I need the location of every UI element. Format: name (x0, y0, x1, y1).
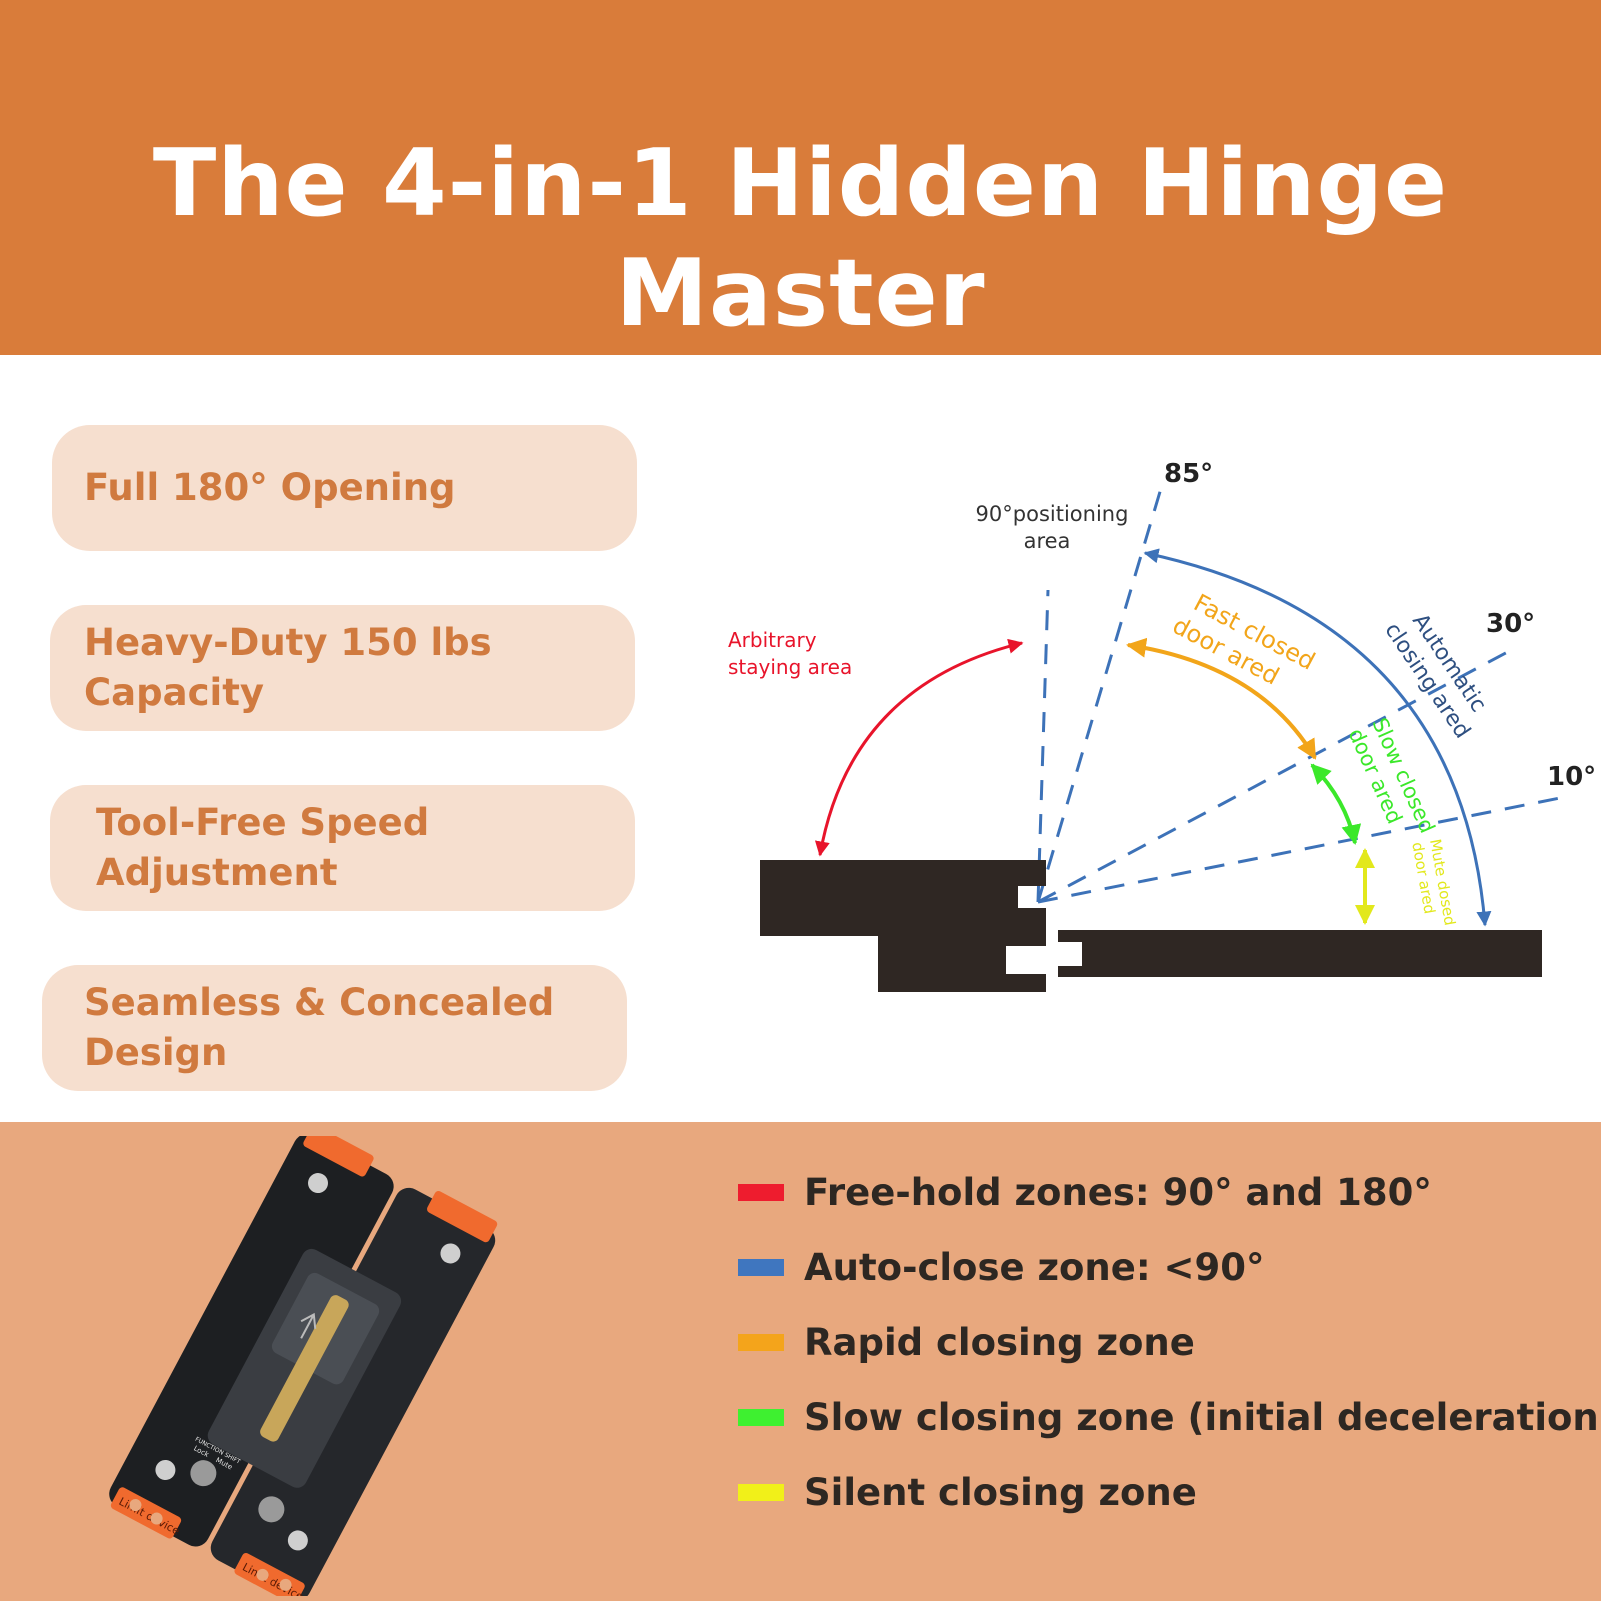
feature-label: Full 180° Opening (84, 466, 456, 509)
auto-arc (1143, 548, 1492, 927)
slow-arc (1310, 763, 1362, 845)
legend-item-slow: Slow closing zone (initial deceleration) (738, 1387, 1601, 1447)
screw (440, 1243, 461, 1264)
line-90 (1036, 589, 1050, 903)
limit-device-top-left (303, 1125, 374, 1177)
limit-device-bottom-left (110, 1487, 182, 1539)
positioning-label-line2: area (1024, 529, 1071, 553)
arbitrary-label-line1: Arbitrary (728, 628, 817, 652)
adjust-gear (258, 1496, 285, 1523)
legend-label: Slow closing zone (initial deceleration) (804, 1395, 1601, 1439)
arrow-mark (300, 1312, 317, 1339)
feature-heavy-duty: Heavy-Duty 150 lbs Capacity (50, 605, 635, 731)
feature-label: Seamless & Concealed (84, 981, 555, 1024)
mount-hole (150, 1512, 163, 1525)
arbitrary-label-line2: staying area (728, 655, 852, 679)
legend-label: Rapid closing zone (804, 1320, 1195, 1364)
legend-swatch (738, 1183, 784, 1201)
screw (155, 1459, 176, 1480)
door-panels (760, 860, 1542, 992)
auto-label: Automatic closing ared (1379, 609, 1491, 743)
line-10 (1037, 794, 1571, 904)
mount-hole (279, 1578, 292, 1591)
hinge-illustration: Limit device Limit device FUNCTION SHIFT… (80, 1125, 520, 1601)
closing-zones-svg: 85° 30° 10° 90°positioning area Arbitrar… (728, 459, 1596, 992)
line-85 (1036, 484, 1164, 903)
feature-label: Adjustment (96, 851, 338, 894)
feature-label: Heavy-Duty 150 lbs (84, 621, 492, 664)
door-leaf (1058, 930, 1542, 977)
hinge-svg: Limit device Limit device FUNCTION SHIFT… (109, 1125, 498, 1601)
legend-item-silent: Silent closing zone (738, 1462, 1197, 1522)
legend-item-rapid: Rapid closing zone (738, 1312, 1195, 1372)
angle-30-label: 30° (1486, 609, 1535, 639)
closing-zones-diagram: 85° 30° 10° 90°positioning area Arbitrar… (700, 440, 1601, 1040)
angle-10-label: 10° (1547, 762, 1596, 792)
mount-hole (256, 1568, 269, 1581)
legend-swatch (738, 1333, 784, 1351)
slow-label: Slow closed door ared (1344, 714, 1440, 836)
legend-swatch (738, 1408, 784, 1426)
feature-label: Design (84, 1031, 228, 1074)
legend-swatch (738, 1483, 784, 1501)
mute-label: Mute dosed door ared (1408, 838, 1459, 927)
feature-list: Full 180° Opening Heavy-Duty 150 lbs Cap… (0, 355, 660, 1120)
limit-device-top-right (426, 1191, 498, 1243)
hinge-right-body (210, 1187, 496, 1601)
bottom-panel: Limit device Limit device FUNCTION SHIFT… (0, 1122, 1601, 1601)
adjust-gear (190, 1460, 217, 1487)
positioning-label-line1: 90°positioning (976, 502, 1129, 526)
fixed-panel (760, 860, 1046, 936)
hinge-left-body (109, 1133, 394, 1547)
fast-arc (1126, 637, 1317, 760)
mount-hole (129, 1499, 142, 1512)
feature-tool-free: Tool-Free Speed Adjustment (50, 785, 635, 911)
feature-label: Capacity (84, 671, 264, 714)
reference-lines (1036, 484, 1571, 904)
angle-85-label: 85° (1164, 459, 1213, 489)
legend-label: Silent closing zone (804, 1470, 1197, 1514)
legend-item-auto-close: Auto-close zone: <90° (738, 1237, 1265, 1297)
legend-item-free-hold: Free-hold zones: 90° and 180° (738, 1162, 1432, 1222)
feature-seamless: Seamless & Concealed Design (42, 965, 627, 1091)
feature-label: Tool-Free Speed (96, 801, 430, 844)
arbitrary-arc (814, 638, 1024, 857)
frame-panel (878, 925, 1046, 992)
screw (308, 1173, 329, 1194)
feature-full-opening: Full 180° Opening (52, 425, 637, 551)
legend-swatch (738, 1258, 784, 1276)
page-title: The 4-in-1 Hidden Hinge Master (152, 129, 1449, 347)
legend-label: Auto-close zone: <90° (804, 1245, 1265, 1289)
limit-device-bottom-right (234, 1553, 305, 1601)
hinge-pin (260, 1295, 349, 1442)
legend-label: Free-hold zones: 90° and 180° (804, 1170, 1432, 1214)
header-banner: The 4-in-1 Hidden Hinge Master (0, 0, 1601, 355)
screw (287, 1530, 308, 1551)
